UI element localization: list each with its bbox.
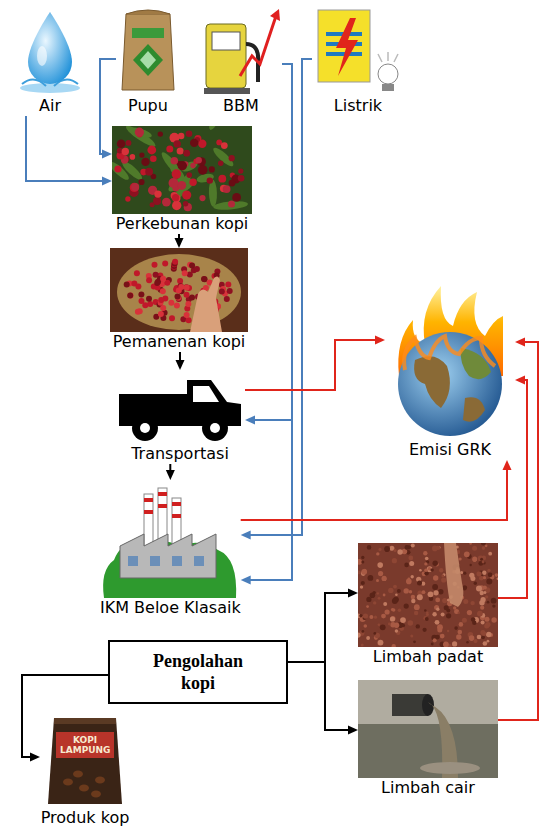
arrow-head bbox=[348, 589, 358, 598]
connector-line bbox=[498, 342, 538, 720]
connector-line bbox=[26, 116, 104, 181]
node-caption: Air bbox=[16, 96, 84, 116]
flow-arrow bbox=[245, 336, 385, 391]
flow-arrow bbox=[498, 376, 527, 599]
water-icon-node: Air bbox=[16, 6, 84, 116]
cair-illustration bbox=[358, 680, 498, 778]
electricity-icon-node: Listrik bbox=[312, 4, 404, 116]
connector-line bbox=[288, 593, 350, 662]
bag-illustration bbox=[40, 712, 130, 808]
pem-illustration bbox=[110, 248, 248, 332]
padat-illustration bbox=[358, 543, 498, 647]
bag-label: KOPI LAMPUNG bbox=[60, 735, 110, 755]
node-caption: Limbah cair bbox=[358, 778, 498, 798]
flow-arrow bbox=[176, 352, 185, 370]
truck-illustration bbox=[115, 370, 245, 444]
flow-arrow bbox=[288, 662, 358, 735]
arrow-head bbox=[245, 416, 255, 425]
solid-waste-photo-node: Limbah padat bbox=[358, 543, 498, 667]
flow-arrow bbox=[241, 460, 512, 520]
fertilizer-icon-node: Pupu bbox=[116, 4, 180, 116]
arrow-head bbox=[375, 336, 385, 345]
flow-arrow bbox=[245, 64, 292, 425]
node-caption: BBM bbox=[200, 96, 282, 116]
connector-line bbox=[245, 340, 377, 390]
arrow-head bbox=[176, 360, 185, 370]
connector-line bbox=[288, 662, 350, 730]
liquid-waste-photo-node: Limbah cair bbox=[358, 680, 498, 798]
node-caption: IKM Beloe Klasaik bbox=[100, 598, 241, 618]
perk-illustration bbox=[112, 126, 252, 214]
bbm-illustration bbox=[200, 4, 282, 96]
globe-illustration bbox=[385, 280, 515, 440]
node-caption: Produk kop bbox=[40, 808, 130, 828]
factory-illustration bbox=[100, 480, 240, 598]
arrow-head bbox=[515, 338, 525, 347]
flow-arrow bbox=[498, 338, 538, 721]
transport-icon-node: Transportasi bbox=[115, 370, 245, 464]
arrow-head bbox=[348, 726, 358, 735]
node-caption: Pupu bbox=[116, 96, 180, 116]
arrow-head bbox=[503, 460, 512, 470]
arrow-head bbox=[241, 531, 251, 540]
fuel-icon-node: BBM bbox=[200, 4, 282, 116]
factory-icon-node: IKM Beloe Klasaik bbox=[100, 480, 241, 618]
flow-arrow bbox=[288, 589, 358, 663]
emission-globe-node: Emisi GRK bbox=[385, 280, 515, 460]
flow-arrow bbox=[175, 234, 184, 248]
node-caption: Pemanenan kopi bbox=[110, 332, 248, 352]
process-box: Pengolahan kopi bbox=[108, 640, 288, 704]
node-caption: Limbah padat bbox=[358, 647, 498, 667]
node-caption: Listrik bbox=[312, 96, 404, 116]
pupuk-illustration bbox=[116, 4, 180, 96]
connector-line bbox=[253, 64, 292, 420]
flow-arrow bbox=[166, 464, 175, 480]
process-label: Pengolahan kopi bbox=[140, 650, 256, 694]
arrow-head bbox=[102, 177, 112, 186]
arrow-head bbox=[515, 376, 525, 385]
arrow-head bbox=[175, 238, 184, 248]
node-caption: Perkebunan kopi bbox=[112, 214, 252, 234]
connector-line bbox=[249, 64, 292, 580]
arrow-head bbox=[241, 576, 251, 585]
air-illustration bbox=[16, 6, 84, 96]
plantation-photo-node: Perkebunan kopi bbox=[112, 126, 252, 234]
listrik-illustration bbox=[312, 4, 404, 96]
node-caption: Transportasi bbox=[115, 444, 245, 464]
node-caption: Emisi GRK bbox=[385, 440, 515, 460]
arrow-head bbox=[102, 150, 112, 159]
product-bag-node: Produk kop bbox=[40, 712, 130, 828]
arrow-head bbox=[166, 470, 175, 480]
connector-line bbox=[498, 380, 527, 598]
harvest-photo-node: Pemanenan kopi bbox=[110, 248, 248, 352]
connector-line bbox=[249, 59, 312, 535]
connector-line bbox=[241, 468, 507, 520]
arrow-head bbox=[30, 753, 40, 762]
